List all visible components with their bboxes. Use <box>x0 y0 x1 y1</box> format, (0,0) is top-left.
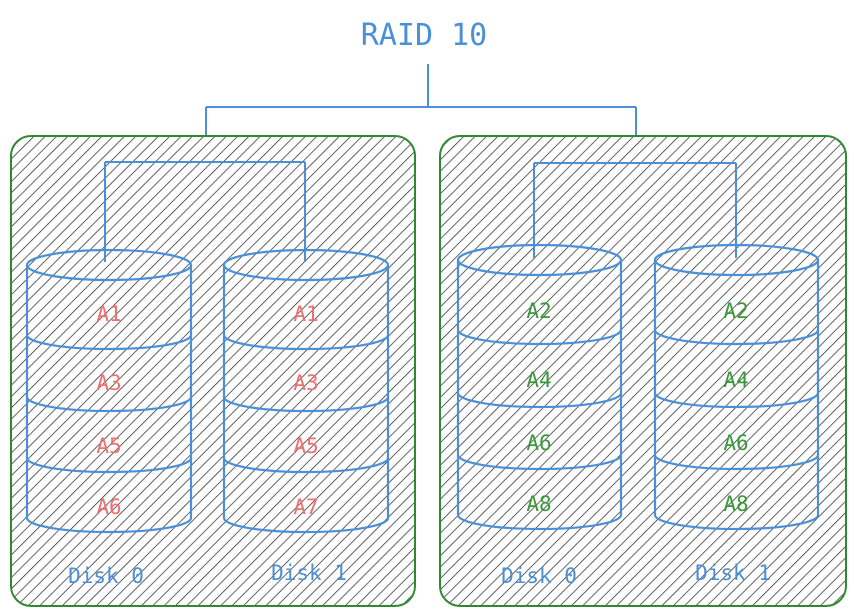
data-block: A8 <box>526 492 551 516</box>
data-block: A3 <box>96 371 121 395</box>
mirror-group-1 <box>439 135 847 607</box>
group-1-connector <box>533 162 737 258</box>
disk-cylinder: A2 A4 A6 A8 Disk 1 <box>653 243 820 585</box>
data-block: A7 <box>293 495 318 519</box>
data-block: A6 <box>96 495 121 519</box>
cylinder-shape <box>25 248 193 534</box>
data-block: A8 <box>723 492 748 516</box>
data-block: A5 <box>293 434 318 458</box>
data-block: A2 <box>723 299 748 323</box>
mirror-group-0 <box>10 135 416 607</box>
diagram-title: RAID 10 <box>361 18 487 53</box>
data-block: A4 <box>526 368 551 392</box>
data-block: A6 <box>723 431 748 455</box>
data-block: A5 <box>96 434 121 458</box>
disk-label: Disk 1 <box>271 561 347 585</box>
cylinder-shape <box>222 248 390 534</box>
data-block: A6 <box>526 431 551 455</box>
cylinder-shape <box>653 243 820 531</box>
data-block: A2 <box>526 299 551 323</box>
group-0-connector <box>104 161 306 262</box>
root-connector <box>205 64 637 162</box>
data-block: A1 <box>293 302 318 326</box>
cylinder-shape <box>456 243 623 531</box>
data-block: A4 <box>723 368 748 392</box>
disk-cylinder: A1 A3 A5 A6 Disk 0 <box>25 248 193 588</box>
disk-cylinder: A2 A4 A6 A8 Disk 0 <box>456 243 623 588</box>
data-block: A3 <box>293 371 318 395</box>
disk-label: Disk 0 <box>68 564 144 588</box>
disk-cylinder: A1 A3 A5 A7 Disk 1 <box>222 248 390 585</box>
disk-label: Disk 1 <box>695 561 771 585</box>
disk-label: Disk 0 <box>501 564 577 588</box>
data-block: A1 <box>96 302 121 326</box>
